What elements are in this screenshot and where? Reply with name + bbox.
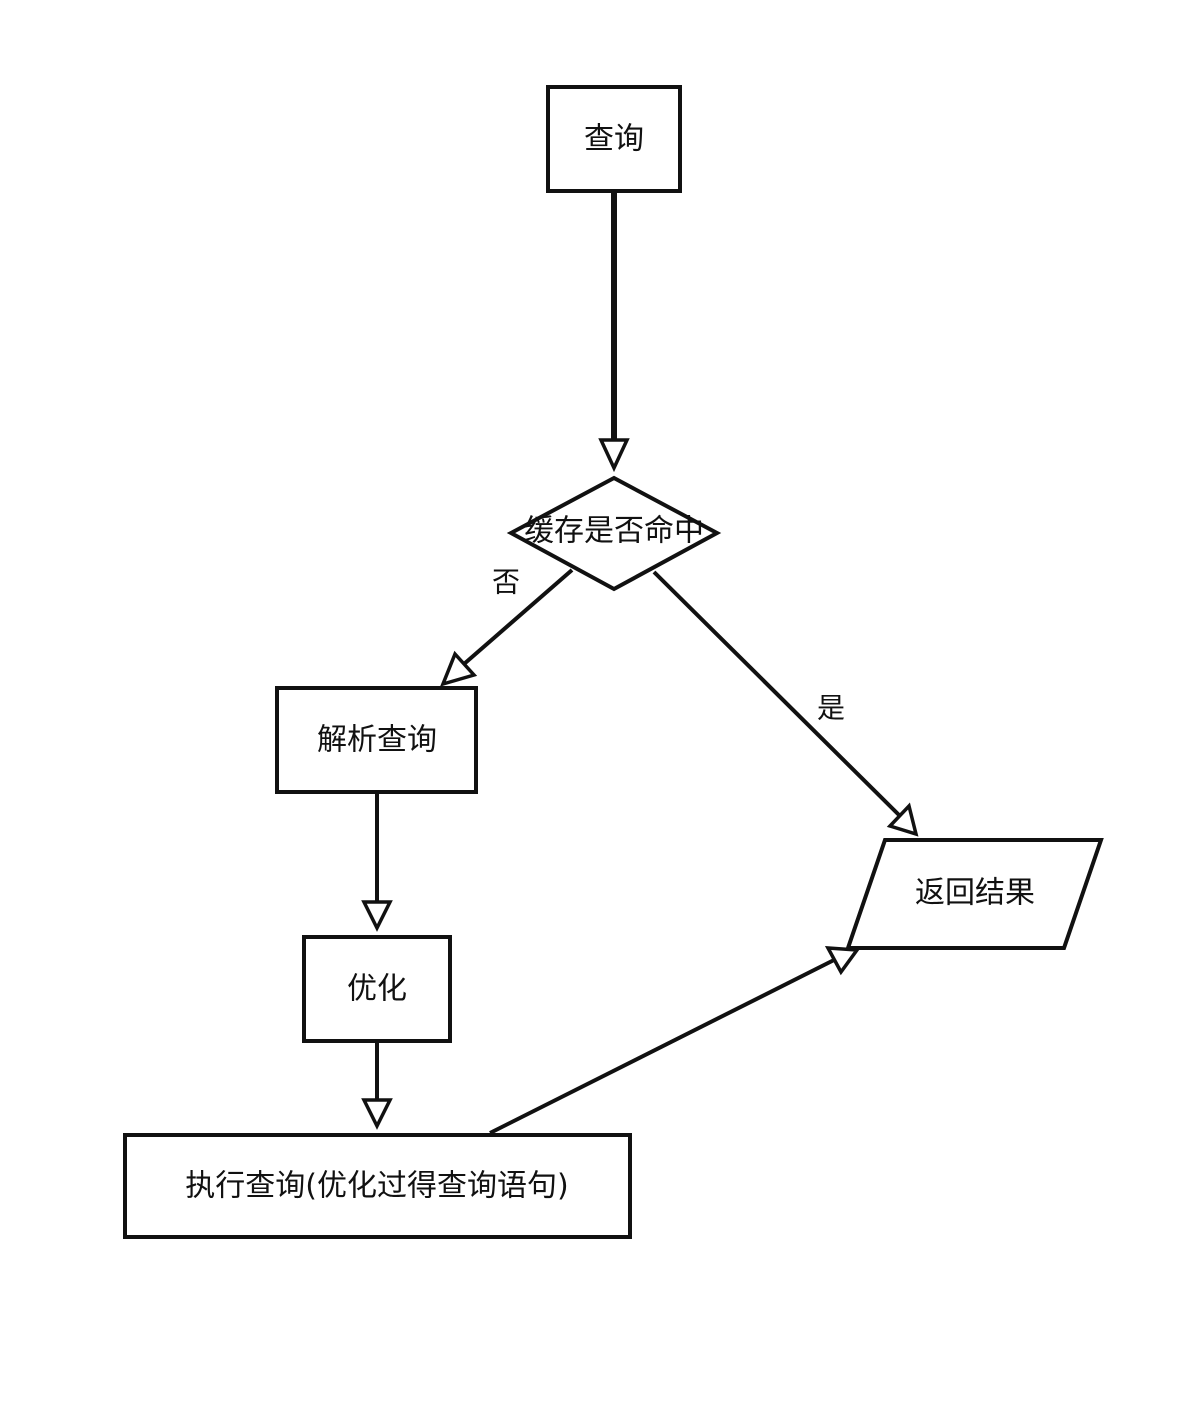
edge-cache-to-parse <box>462 568 574 666</box>
node-query-label: 查询 <box>584 122 644 157</box>
edge-execute-to-result <box>489 958 835 1135</box>
edge-label-yes: 是 <box>817 692 845 725</box>
arrow-head-icon <box>440 650 478 687</box>
node-return-result-label: 返回结果 <box>915 876 1035 911</box>
arrow-head-icon <box>598 438 630 473</box>
nodes: 查询 缓存是否命中 解析查询 优化 执行查询(优化过得查询语句) 返回结果 <box>123 85 1104 1239</box>
node-query: 查询 <box>546 85 682 193</box>
node-optimize-label: 优化 <box>347 972 407 1007</box>
edge-label-no: 否 <box>492 566 520 599</box>
node-cache-check: 缓存是否命中 <box>506 475 722 592</box>
edge-labels: 否 是 <box>492 566 845 725</box>
node-parse: 解析查询 <box>275 686 478 794</box>
node-execute-label: 执行查询(优化过得查询语句) <box>185 1169 568 1204</box>
arrow-head-icon <box>361 1098 393 1130</box>
arrow-head-icon <box>886 802 919 837</box>
edges <box>361 192 919 1135</box>
edge-cache-to-result <box>652 570 902 818</box>
node-cache-check-label: 缓存是否命中 <box>524 514 704 549</box>
arrow-head-icon <box>361 900 393 932</box>
arrow-head-icon <box>824 946 861 976</box>
node-return-result: 返回结果 <box>845 838 1104 950</box>
node-execute: 执行查询(优化过得查询语句) <box>123 1133 632 1239</box>
node-optimize: 优化 <box>302 935 452 1043</box>
node-parse-label: 解析查询 <box>317 723 437 758</box>
